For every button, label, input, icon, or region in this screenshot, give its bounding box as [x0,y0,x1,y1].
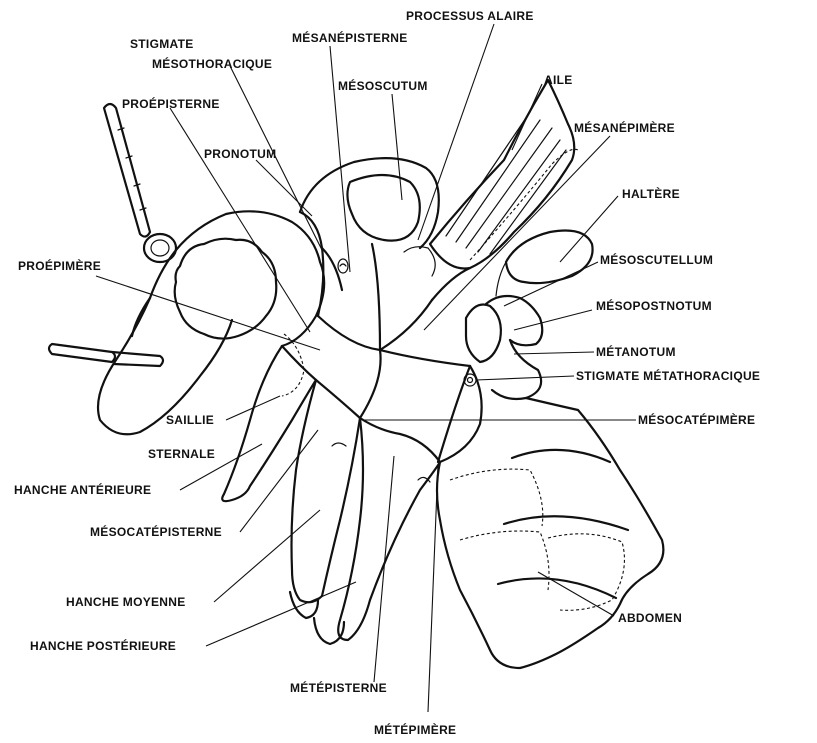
label-abdomen: ABDOMEN [618,611,682,625]
label-stigmate-mesothoracique-1: STIGMATE [130,37,194,51]
middle-coxa [292,380,361,602]
label-saillie: SAILLIE [166,413,214,427]
label-stigmate-metathoracique: STIGMATE MÉTATHORACIQUE [576,368,760,383]
insect-drawing [49,80,663,668]
antenna [104,104,150,237]
label-mesanepisterne: MÉSANÉPISTERNE [292,30,408,45]
label-mesopostnotum: MÉSOPOSTNOTUM [596,298,712,313]
haltere [506,231,593,284]
label-hanche-anterieure: HANCHE ANTÉRIEURE [14,482,151,497]
label-processus-alaire: PROCESSUS ALAIRE [406,9,534,23]
label-mesanepimere: MÉSANÉPIMÈRE [574,120,675,135]
label-metepimere: MÉTÉPIMÈRE [374,722,456,737]
label-proepisterne: PROÉPISTERNE [122,96,220,111]
label-mesocatepimere: MÉSOCATÉPIMÈRE [638,412,755,427]
label-metepisterne: MÉTÉPISTERNE [290,680,387,695]
label-stigmate-mesothoracique-2: MÉSOTHORACIQUE [152,56,272,71]
label-haltere: HALTÈRE [622,186,680,201]
label-mesoscutum: MÉSOSCUTUM [338,78,428,93]
fore-coxa [222,346,316,501]
label-mesocatepisterne: MÉSOCATÉPISTERNE [90,524,222,539]
label-mesoscutellum: MÉSOSCUTELLUM [600,252,713,267]
label-sternale: STERNALE [148,447,215,461]
label-hanche-posterieure: HANCHE POSTÉRIEURE [30,638,176,653]
label-metanotum: MÉTANOTUM [596,344,676,359]
labels: PROCESSUS ALAIRE STIGMATE MÉSOTHORACIQUE… [14,9,760,737]
prothorax [176,211,324,346]
label-hanche-moyenne: HANCHE MOYENNE [66,595,186,609]
label-pronotum: PRONOTUM [204,147,276,161]
label-aile: AILE [544,73,573,87]
label-proepimere: PROÉPIMÈRE [18,258,101,273]
